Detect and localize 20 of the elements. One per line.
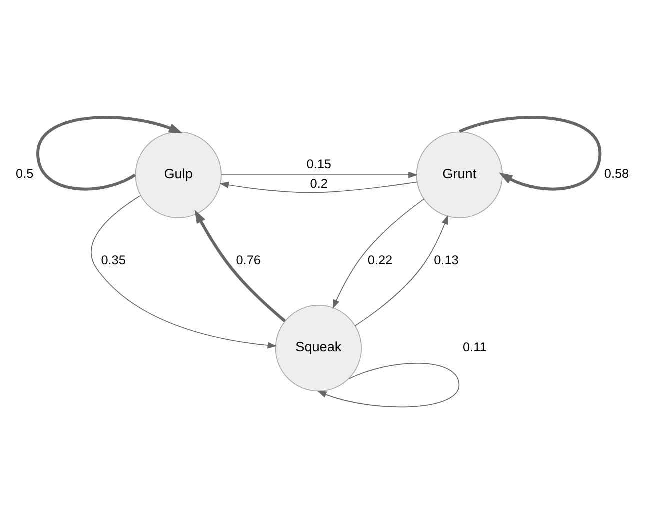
- arrow: [332, 198, 424, 309]
- arrow: [36, 116, 183, 190]
- arrow: [354, 214, 448, 326]
- edge-label: 0.2: [310, 175, 328, 190]
- edge-label: 0.13: [434, 252, 459, 268]
- edge-label: 0.11: [463, 338, 487, 354]
- arrow: [220, 181, 418, 193]
- node-circle: Gulp: [135, 131, 222, 218]
- edge-label: 0.58: [604, 166, 630, 181]
- arrow: [91, 194, 278, 348]
- node-circle: Squeak: [275, 304, 362, 392]
- edge-label: 0.5: [16, 166, 34, 181]
- arrow: [318, 362, 460, 408]
- edge-label: 0.22: [368, 252, 393, 268]
- edge-label: 0.35: [101, 252, 126, 268]
- edge-label: 0.15: [306, 156, 332, 171]
- node-circle: Grunt: [416, 131, 503, 218]
- edge-label: 0.76: [236, 252, 261, 268]
- arrow: [194, 209, 286, 322]
- arrow: [221, 171, 418, 178]
